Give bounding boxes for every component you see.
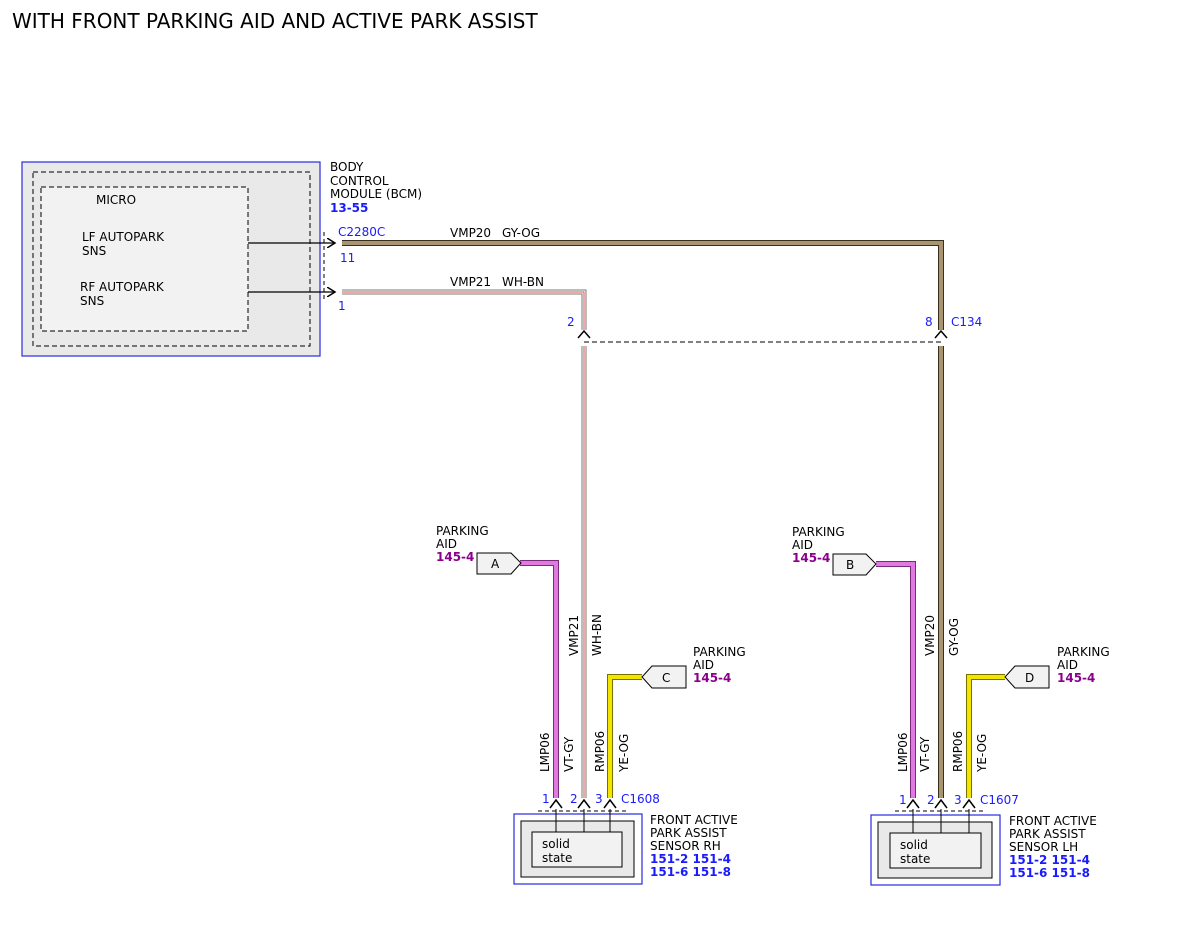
sensor-rh-pin-2: 2 [570, 792, 578, 806]
sensor-rh-ref-1: 151-2 151-4 [650, 852, 731, 866]
sensor-lh-inner-2: state [900, 852, 930, 866]
connector-d: D [1004, 665, 1050, 689]
rmp06-rh-circuit: RMP06 [593, 731, 607, 772]
c134-name: C134 [951, 315, 982, 329]
parking-aid-b-ref: 145-4 [792, 551, 830, 565]
vmp20-circuit-top: VMP20 [450, 226, 491, 240]
sensor-rh-name-1: FRONT ACTIVE [650, 813, 738, 827]
vmp21-color-vertical: WH-BN [590, 614, 604, 656]
sensor-rh-inner-1: solid [542, 837, 570, 851]
bcm-connector: C2280C [338, 225, 385, 239]
c134-pin-8: 8 [925, 315, 933, 329]
sensor-rh-pin-3: 3 [595, 792, 603, 806]
sensor-rh-connector [538, 798, 626, 812]
sensor-rh-ref-2: 151-6 151-8 [650, 865, 731, 879]
sensor-rh-module [513, 809, 643, 885]
svg-text:B: B [846, 558, 854, 572]
parking-aid-d-label-2: AID [1057, 658, 1078, 672]
sensor-lh-connector-name: C1607 [980, 793, 1019, 807]
sensor-lh-name-1: FRONT ACTIVE [1009, 814, 1097, 828]
wire-vmp20 [342, 240, 944, 798]
connector-b: B [832, 553, 877, 576]
sensor-rh-connector-name: C1608 [621, 792, 660, 806]
connector-c: C [641, 665, 687, 689]
parking-aid-c-label-1: PARKING [693, 645, 746, 659]
vmp20-color-vertical: GY-OG [947, 618, 961, 656]
parking-aid-c-ref: 145-4 [693, 671, 731, 685]
svg-text:D: D [1025, 671, 1034, 685]
sensor-lh-pin-2: 2 [927, 793, 935, 807]
bcm-module: MICRO LF AUTOPARK SNS RF AUTOPARK SNS [21, 161, 335, 357]
svg-text:A: A [491, 557, 500, 571]
sensor-lh-ref-1: 151-2 151-4 [1009, 853, 1090, 867]
connector-a: A [476, 552, 522, 575]
sensor-rh-inner-2: state [542, 851, 572, 865]
sensor-rh-name-3: SENSOR RH [650, 839, 721, 853]
sensor-lh-name-2: PARK ASSIST [1009, 827, 1086, 841]
sensor-lh-name-3: SENSOR LH [1009, 840, 1078, 854]
svg-text:C: C [662, 671, 670, 685]
rmp06-lh-circuit: RMP06 [951, 731, 965, 772]
sensor-lh-pin-3: 3 [954, 793, 962, 807]
sensor-rh-pin-1: 1 [542, 792, 550, 806]
sensor-lh-module [870, 809, 1001, 886]
diagram-title: WITH FRONT PARKING AID AND ACTIVE PARK A… [12, 9, 538, 33]
parking-aid-c-label-2: AID [693, 658, 714, 672]
wire-rmp06-lh [966, 674, 1005, 798]
lf-autopark-label-2: SNS [82, 244, 106, 258]
parking-aid-d-label-1: PARKING [1057, 645, 1110, 659]
sensor-lh-inner-1: solid [900, 838, 928, 852]
parking-aid-b-label-2: AID [792, 538, 813, 552]
parking-aid-a-ref: 145-4 [436, 550, 474, 564]
parking-aid-d-ref: 145-4 [1057, 671, 1095, 685]
bcm-name-3: MODULE (BCM) [330, 187, 422, 201]
wire-lmp06-rh [520, 560, 559, 798]
vmp20-color-top: GY-OG [502, 226, 540, 240]
c134-pin-2: 2 [567, 315, 575, 329]
bcm-name-2: CONTROL [330, 174, 389, 188]
micro-label: MICRO [96, 193, 136, 207]
bcm-pin-11: 11 [340, 251, 355, 265]
bcm-name-1: BODY [330, 160, 364, 174]
vmp21-circuit-top: VMP21 [450, 275, 491, 289]
vmp21-color-top: WH-BN [502, 275, 544, 289]
vmp21-circuit-vertical: VMP21 [567, 615, 581, 656]
vmp20-circuit-vertical: VMP20 [923, 615, 937, 656]
rf-autopark-label-2: SNS [80, 294, 104, 308]
bcm-pin-1: 1 [338, 299, 346, 313]
wire-lmp06-lh [876, 561, 916, 798]
wire-rmp06-rh [607, 674, 642, 798]
lmp06-lh-circuit: LMP06 [896, 732, 910, 772]
lmp06-rh-color: VT-GY [562, 736, 576, 772]
parking-aid-a-label-2: AID [436, 537, 457, 551]
parking-aid-a-label-1: PARKING [436, 524, 489, 538]
sensor-lh-connector [895, 798, 983, 812]
wire-vmp21 [342, 289, 587, 798]
rmp06-rh-color: YE-OG [617, 734, 631, 773]
lf-autopark-label-1: LF AUTOPARK [82, 230, 165, 244]
parking-aid-b-label-1: PARKING [792, 525, 845, 539]
bcm-ref: 13-55 [330, 201, 368, 215]
rmp06-lh-color: YE-OG [975, 734, 989, 773]
sensor-lh-ref-2: 151-6 151-8 [1009, 866, 1090, 880]
rf-autopark-label-1: RF AUTOPARK [80, 280, 165, 294]
c134-connector [577, 329, 948, 343]
lmp06-rh-circuit: LMP06 [538, 732, 552, 772]
sensor-lh-pin-1: 1 [899, 793, 907, 807]
lmp06-lh-color: VT-GY [918, 736, 932, 772]
sensor-rh-name-2: PARK ASSIST [650, 826, 727, 840]
